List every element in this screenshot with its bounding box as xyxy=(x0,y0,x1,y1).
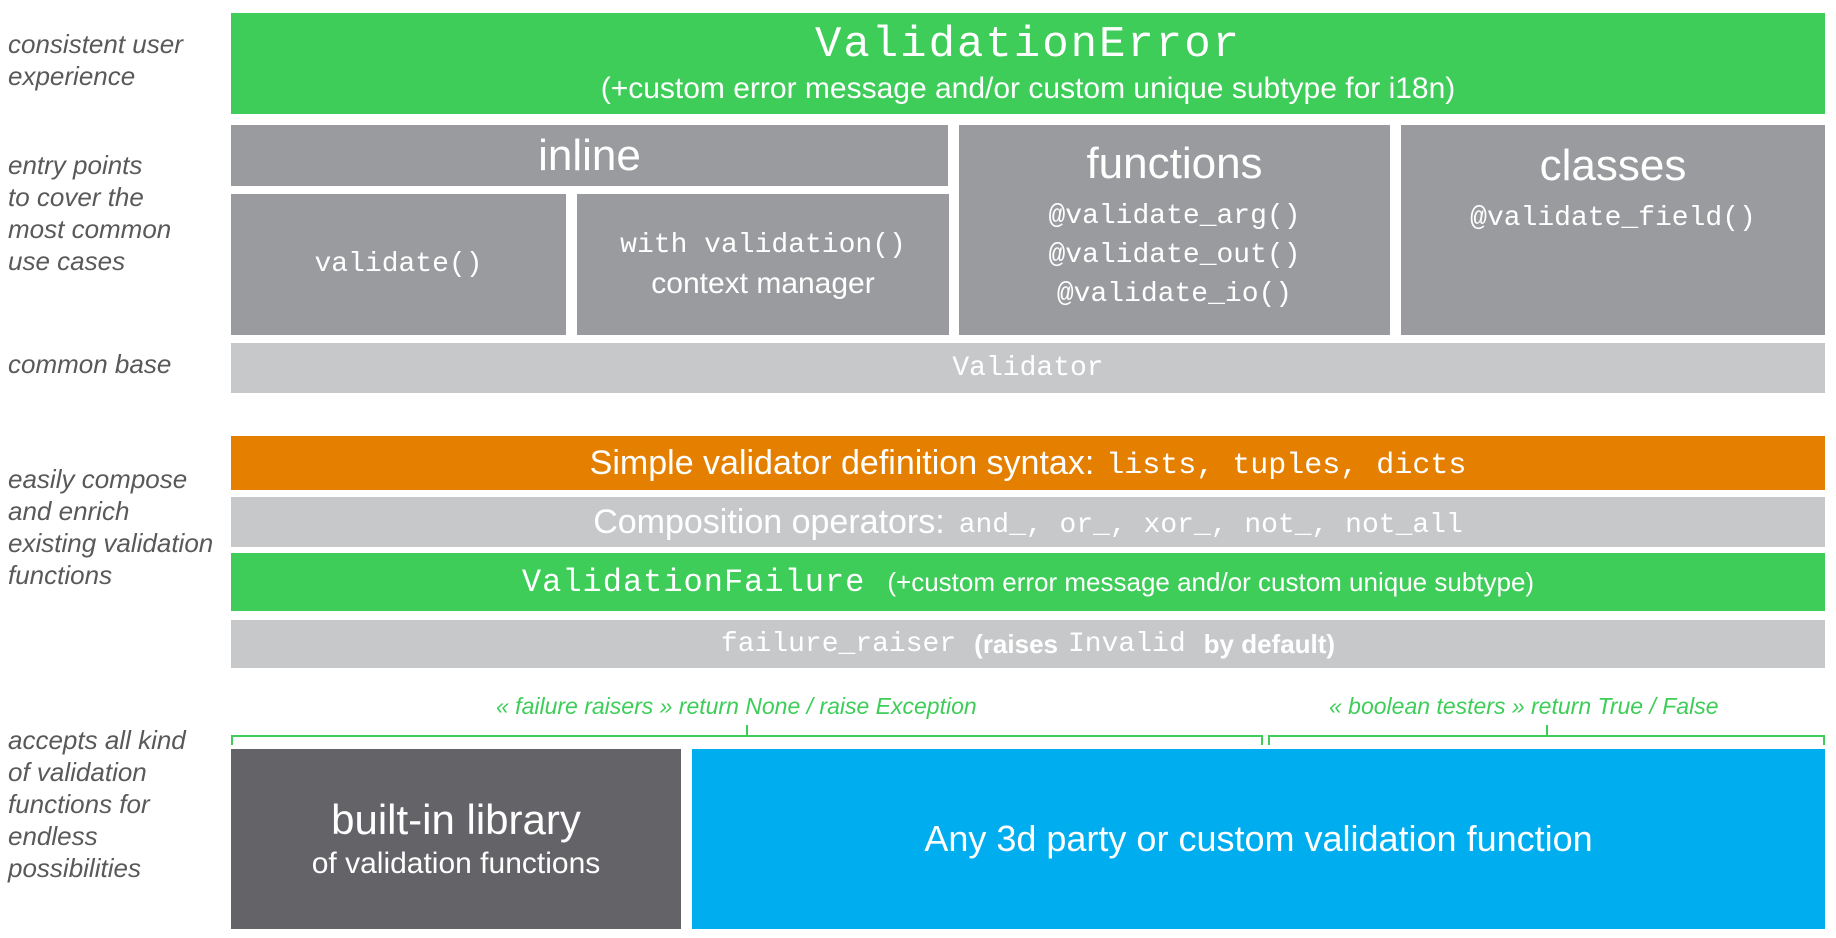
third-party-text: Any 3d party or custom validation functi… xyxy=(924,818,1593,859)
validate-arg-code: @validate_arg() xyxy=(1048,201,1301,232)
with-validation-box: with validation() context manager xyxy=(577,194,949,335)
validation-error-title: ValidationError xyxy=(814,19,1242,70)
simple-syntax-box: Simple validator definition syntax: list… xyxy=(231,436,1825,490)
failure-raiser-text2: by default) xyxy=(1203,628,1336,659)
builtin-library-box: built-in library of validation functions xyxy=(231,749,681,929)
classes-title: classes xyxy=(1539,141,1687,190)
failure-raiser-box: failure_raiser (raises Invalid by defaul… xyxy=(231,620,1825,668)
validator-box: Validator xyxy=(231,343,1825,393)
failure-raiser-text1: (raises xyxy=(974,628,1058,659)
failure-raisers-bracket xyxy=(231,735,1263,745)
composition-code: and_, or_, xor_, not_, not_all xyxy=(958,509,1463,541)
simple-syntax-code: lists, tuples, dicts xyxy=(1106,449,1467,483)
validation-failure-text: (+custom error message and/or custom uni… xyxy=(887,566,1535,597)
failure-raisers-note: « failure raisers » return None / raise … xyxy=(496,693,977,719)
builtin-library-subtitle: of validation functions xyxy=(311,847,601,880)
boolean-testers-bracket xyxy=(1268,735,1825,745)
third-party-box: Any 3d party or custom validation functi… xyxy=(692,749,1825,929)
inline-header: inline xyxy=(231,125,948,186)
builtin-library-title: built-in library xyxy=(331,796,581,843)
failure-raiser-code: failure_raiser xyxy=(720,628,957,660)
validate-box: validate() xyxy=(231,194,566,335)
validate-io-code: @validate_io() xyxy=(1056,279,1293,310)
validation-failure-code: ValidationFailure xyxy=(521,563,866,601)
validation-failure-box: ValidationFailure (+custom error message… xyxy=(231,553,1825,611)
label-common-base: common base xyxy=(8,349,172,379)
label-ux: consistent user experience xyxy=(8,29,183,91)
context-manager-text: context manager xyxy=(651,266,875,300)
boolean-testers-bracket-tick xyxy=(1546,725,1548,735)
validation-error-box: ValidationError (+custom error message a… xyxy=(231,13,1825,114)
validation-error-subtitle: (+custom error message and/or custom uni… xyxy=(600,71,1456,105)
label-entry-points: entry points to cover the most common us… xyxy=(8,150,172,276)
failure-raisers-bracket-tick xyxy=(746,725,748,735)
classes-box: classes @validate_field() xyxy=(1401,125,1825,335)
composition-box: Composition operators: and_, or_, xor_, … xyxy=(231,497,1825,547)
label-compose: easily compose and enrich existing valid… xyxy=(8,464,214,590)
invalid-code: Invalid xyxy=(1068,628,1186,660)
inline-title: inline xyxy=(538,130,641,180)
composition-text: Composition operators: xyxy=(593,502,945,541)
boolean-testers-note: « boolean testers » return True / False xyxy=(1329,693,1719,719)
with-validation-code: with validation() xyxy=(620,229,906,261)
simple-syntax-text: Simple validator definition syntax: xyxy=(589,443,1095,482)
label-accepts: accepts all kind of validation functions… xyxy=(8,725,186,883)
validator-text: Validator xyxy=(952,352,1104,384)
validate-field-code: @validate_field() xyxy=(1470,203,1756,234)
validate-code: validate() xyxy=(314,249,483,280)
functions-title: functions xyxy=(1086,139,1263,188)
functions-box: functions @validate_arg() @validate_out(… xyxy=(959,125,1390,335)
validate-out-code: @validate_out() xyxy=(1048,240,1301,271)
